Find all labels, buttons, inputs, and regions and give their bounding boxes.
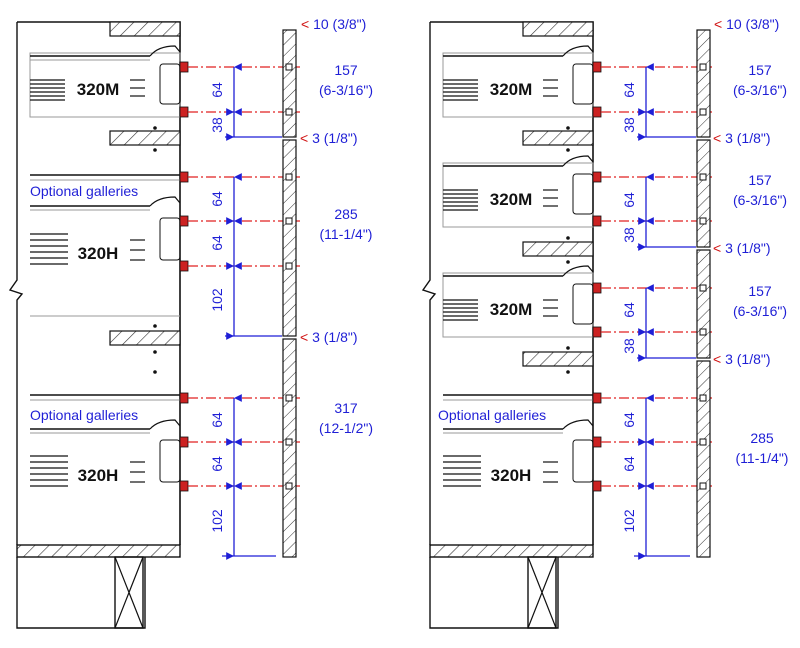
right-elevation: 320M 320M [421,16,789,629]
unit-320h: 320H [30,419,189,492]
dim-102: 102 [209,509,225,533]
unit-320h: 320H [30,196,189,317]
pitch-inches: (6-3/16") [733,192,787,208]
side-panel [696,139,711,248]
pitch-inches: (6-3/16") [733,303,787,319]
dim-38: 38 [209,117,225,133]
gap-top-text: 10 (3/8") [309,16,366,32]
gap-label: < 3 (1/8") [713,240,771,256]
dim-38: 38 [621,117,637,133]
break-line [8,22,24,545]
unit-label: 320M [490,300,533,319]
shelf [109,330,181,346]
unit-label: 320H [78,244,119,263]
side-panel [696,360,711,558]
pitch-value: 157 [748,62,772,78]
gap-label: < 3 (1/8") [300,329,358,345]
unit-320m: 320M [442,265,602,338]
dim-102: 102 [621,509,637,533]
gap-label: < 3 (1/8") [300,130,358,146]
unit-320m: 320M [29,45,189,118]
pitch-inches: (6-3/16") [319,82,373,98]
unit-label: 320M [490,190,533,209]
side-panel [696,249,711,359]
side-panel [282,139,297,337]
unit-label: 320M [490,80,533,99]
dim-64: 64 [209,412,225,428]
center-lines [188,66,300,487]
side-panel [696,29,711,138]
pitch-inches: (11-1/4") [320,226,373,242]
pitch-inches: (6-3/16") [733,82,787,98]
unit-label: 320H [491,466,532,485]
dim-64: 64 [621,82,637,98]
break-line [421,22,437,545]
pitch-value: 317 [334,400,358,416]
left-elevation: 320M Optional galleries 320H [8,16,373,629]
shelf [522,130,594,146]
top-rail [522,21,594,37]
pitch-value: 285 [750,430,774,446]
top-rail [109,21,181,37]
side-panel [282,338,297,558]
pitch-value: 157 [748,283,772,299]
unit-label: 320M [77,80,120,99]
dim-64: 64 [209,191,225,207]
side-panel [282,29,297,138]
dimension-chain [634,63,696,560]
dim-64: 64 [209,82,225,98]
optional-galleries-label: Optional galleries [30,183,138,199]
plinth [429,557,559,629]
unit-320m: 320M [442,45,602,118]
dim-64: 64 [621,412,637,428]
gap-label-top: < 10 (3/8") [301,16,366,32]
pitch-inches: (11-1/4") [736,450,789,466]
dimension-values: 64 38 64 38 64 38 64 64 102 [621,82,637,533]
base-plate [16,544,181,558]
dim-64: 64 [209,235,225,251]
dimension-chain [222,63,282,560]
center-lines [601,66,712,487]
foot [527,556,557,629]
base-plate [429,544,594,558]
foot [114,556,144,629]
shelf [522,351,594,367]
gap-label: < 3 (1/8") [713,130,771,146]
pitch-value: 285 [334,206,358,222]
unit-320h: 320H [443,419,602,492]
dim-102: 102 [209,288,225,312]
shelf [109,130,181,146]
plinth [16,557,146,629]
dim-64: 64 [209,456,225,472]
shelf [522,241,594,257]
dim-64: 64 [621,302,637,318]
gap-label-top: < 10 (3/8") [714,16,779,32]
optional-galleries-label: Optional galleries [438,407,546,423]
dim-64: 64 [621,456,637,472]
pitch-value: 157 [334,62,358,78]
unit-320m: 320M [442,155,602,228]
dim-38: 38 [621,227,637,243]
pitch-value: 157 [748,172,772,188]
dimension-values: 64 38 64 64 102 64 64 102 [209,82,225,533]
optional-galleries-label: Optional galleries [30,407,138,423]
dim-38: 38 [621,338,637,354]
unit-label: 320H [78,466,119,485]
pitch-inches: (12-1/2") [319,420,373,436]
gap-label: < 3 (1/8") [713,351,771,367]
dim-64: 64 [621,192,637,208]
